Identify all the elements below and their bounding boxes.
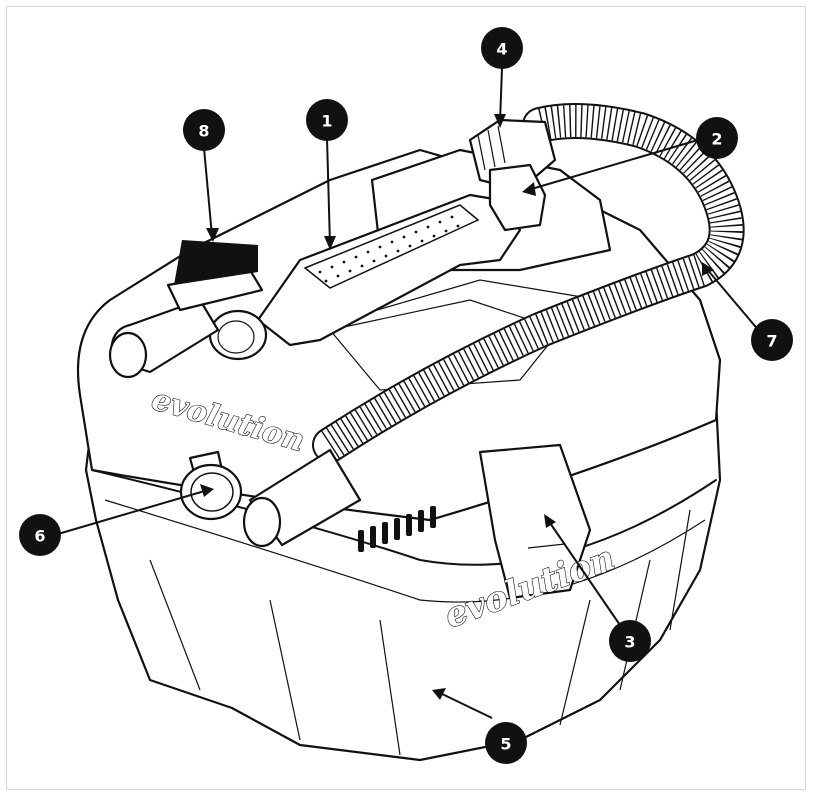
svg-text:1: 1 xyxy=(321,112,332,131)
callout-badge xyxy=(609,620,651,662)
callout-badge xyxy=(183,109,225,151)
leader-line-3 xyxy=(547,519,623,629)
head-panel-edge xyxy=(359,279,601,316)
callout-2: 2 xyxy=(696,117,738,159)
svg-text:2: 2 xyxy=(711,130,722,149)
tub-rib xyxy=(669,509,691,631)
svg-text:8: 8 xyxy=(198,122,209,141)
head-panel xyxy=(328,299,562,391)
tub-rib xyxy=(149,559,201,691)
brush-bristles xyxy=(174,240,258,285)
leader-lines xyxy=(57,67,761,719)
callout-badge xyxy=(481,27,523,69)
left-inlet-mouth xyxy=(108,331,148,379)
callout-4: 4 xyxy=(481,27,523,69)
latch xyxy=(478,443,592,600)
handle-grip xyxy=(303,204,480,289)
callout-6: 6 xyxy=(19,514,61,556)
leader-line-8 xyxy=(203,147,213,237)
svg-text:7: 7 xyxy=(766,332,777,351)
leader-arrowheads xyxy=(200,114,714,700)
hose-nozzle-mouth xyxy=(242,496,282,548)
callout-badge xyxy=(306,99,348,141)
leader-line-2 xyxy=(527,139,699,191)
figure-frame xyxy=(6,6,806,790)
callout-badge xyxy=(19,514,61,556)
grip-dots xyxy=(318,215,460,283)
leader-line-5 xyxy=(437,691,493,719)
carry-handle xyxy=(256,193,522,347)
tub-rim-lower xyxy=(104,499,706,603)
front-port-inner xyxy=(217,320,255,354)
latch-slot xyxy=(527,543,566,549)
callout-badge xyxy=(751,319,793,361)
callout-badge xyxy=(485,722,527,764)
svg-text:4: 4 xyxy=(496,40,507,59)
tub-rib xyxy=(559,599,591,726)
svg-text:5: 5 xyxy=(500,735,511,754)
callout-7: 7 xyxy=(751,319,793,361)
svg-text:6: 6 xyxy=(34,527,45,546)
vent-slots xyxy=(358,506,436,552)
tub-rib xyxy=(379,619,401,756)
callout-8: 8 xyxy=(183,109,225,151)
leader-line-7 xyxy=(705,267,761,333)
callout-1: 1 xyxy=(306,99,348,141)
leader-line-6 xyxy=(57,489,209,535)
leader-line-1 xyxy=(326,137,331,246)
hose-inlet-mount xyxy=(488,163,547,232)
callout-badge xyxy=(696,117,738,159)
callout-3: 3 xyxy=(609,620,651,662)
leader-line-4 xyxy=(499,67,503,123)
tub-rib xyxy=(269,599,301,741)
connector-ribs xyxy=(477,125,506,171)
callout-5: 5 xyxy=(485,722,527,764)
svg-text:3: 3 xyxy=(624,633,635,652)
